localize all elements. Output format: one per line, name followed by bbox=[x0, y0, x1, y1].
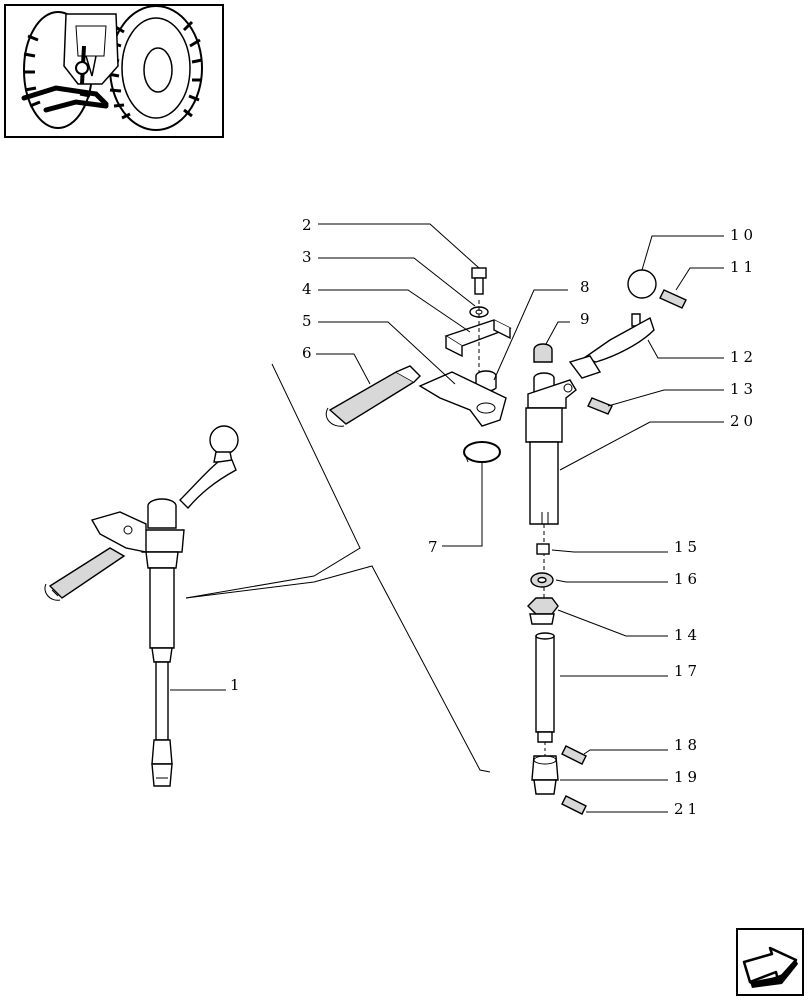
callout-7: 7 bbox=[428, 538, 442, 556]
exploded-lower-parts bbox=[527, 524, 587, 815]
callout-19: 19 bbox=[674, 768, 701, 786]
callout-2: 2 bbox=[302, 216, 316, 234]
callout-15: 15 bbox=[674, 538, 701, 556]
callout-21: 21 bbox=[674, 800, 701, 818]
callout-6: 6 bbox=[302, 344, 316, 362]
callout-8: 8 bbox=[580, 278, 594, 296]
tractor-rear-hitch-icon bbox=[21, 5, 203, 131]
callout-labels: 1 2 3 4 5 6 7 8 9 10 11 12 13 14 15 16 1… bbox=[230, 216, 757, 818]
exploded-top-left-parts bbox=[325, 267, 512, 463]
callout-13: 13 bbox=[730, 380, 757, 398]
callout-12: 12 bbox=[730, 348, 757, 366]
next-page-arrow-icon bbox=[742, 946, 798, 988]
callout-17: 17 bbox=[674, 662, 701, 680]
callout-3: 3 bbox=[302, 248, 316, 266]
callout-18: 18 bbox=[674, 736, 701, 754]
callout-16: 16 bbox=[674, 570, 701, 588]
callout-5: 5 bbox=[302, 312, 316, 330]
exploded-top-right-parts bbox=[525, 269, 687, 525]
next-page-button[interactable] bbox=[736, 928, 804, 996]
callout-4: 4 bbox=[302, 280, 316, 298]
leader-lines bbox=[170, 223, 724, 813]
callout-10: 10 bbox=[730, 226, 757, 244]
callout-11: 11 bbox=[730, 258, 757, 276]
callout-14: 14 bbox=[674, 626, 701, 644]
tractor-thumbnail bbox=[4, 4, 224, 138]
assembled-lift-rod bbox=[44, 425, 239, 787]
callout-20: 20 bbox=[730, 412, 757, 430]
callout-9: 9 bbox=[580, 310, 594, 328]
callout-1: 1 bbox=[230, 676, 244, 694]
